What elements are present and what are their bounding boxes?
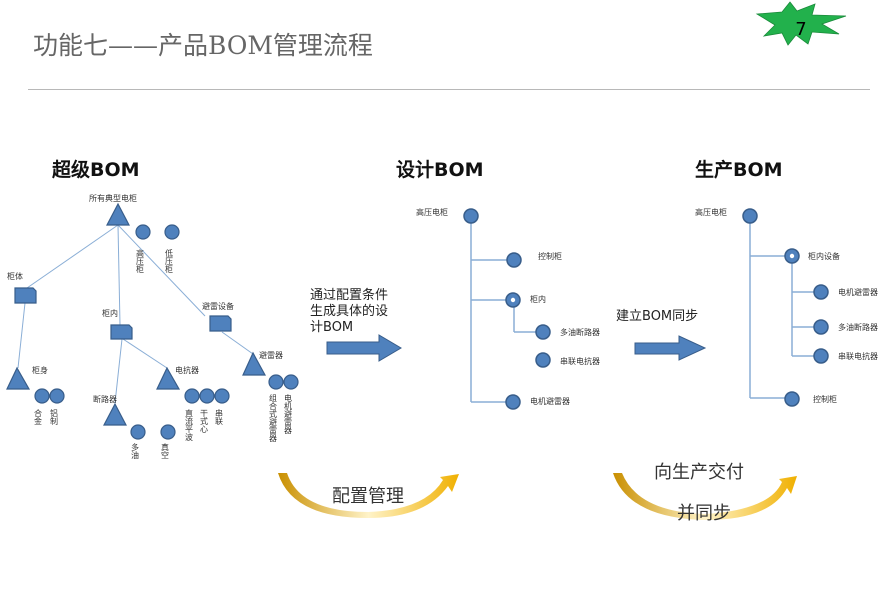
label-aluminum: 铝制 bbox=[50, 408, 59, 426]
cabinet-shell-node bbox=[6, 366, 31, 390]
design-label-multi-oil-breaker: 多油断路器 bbox=[560, 327, 600, 337]
design-control-cabinet-node bbox=[506, 252, 522, 268]
production-control-cabinet-node bbox=[784, 391, 800, 407]
label-root: 所有典型电柜 bbox=[89, 193, 137, 203]
label-cabinet-inner: 柜内 bbox=[102, 308, 118, 318]
label-alloy: 合金 bbox=[34, 408, 43, 425]
label-cabinet-body: 柜体 bbox=[7, 271, 23, 281]
right-arrow-icon bbox=[326, 334, 402, 362]
production-label-cabinet-equipment: 柜内设备 bbox=[808, 251, 840, 261]
starburst-icon bbox=[755, 1, 847, 46]
design-bom-connectors bbox=[470, 216, 541, 403]
expanded-dot-icon bbox=[510, 297, 516, 303]
label-multi-oil: 多油 bbox=[131, 442, 140, 460]
label-motor-arrester: 电机避雷器 bbox=[284, 393, 293, 435]
design-label-series-reactor: 串联电抗器 bbox=[560, 356, 600, 366]
title-divider bbox=[28, 89, 870, 90]
label-cabinet-shell: 柜身 bbox=[32, 365, 48, 375]
label-reactor: 电抗器 bbox=[175, 365, 199, 375]
design-note-line2: 生成具体的设 bbox=[310, 303, 388, 319]
config-management-label: 配置管理 bbox=[332, 486, 404, 507]
motor-arrester-node bbox=[283, 374, 299, 390]
production-label-multi-oil-breaker: 多油断路器 bbox=[838, 322, 878, 332]
production-label-root: 高压电柜 bbox=[695, 207, 727, 217]
slide-title: 功能七——产品BOM管理流程 bbox=[33, 31, 373, 60]
vacuum-node bbox=[160, 424, 176, 440]
alloy-node bbox=[34, 388, 50, 404]
production-label-series-reactor: 串联电抗器 bbox=[838, 351, 878, 361]
root-triangle-node bbox=[106, 202, 130, 226]
cabinet-body-node bbox=[14, 287, 37, 304]
design-multi-oil-breaker-node bbox=[535, 324, 551, 340]
expanded-dot-icon bbox=[789, 253, 795, 259]
sync-note: 建立BOM同步 bbox=[616, 309, 698, 324]
page-number-badge: 7 bbox=[755, 1, 847, 46]
label-arrester: 避雷器 bbox=[259, 350, 283, 360]
design-root-node bbox=[463, 208, 479, 224]
design-label-root: 高压电柜 bbox=[416, 207, 448, 217]
production-root-node bbox=[742, 208, 758, 224]
composite-arrester-node bbox=[268, 374, 284, 390]
production-multi-oil-breaker-node bbox=[813, 319, 829, 335]
label-low-voltage: 低压柜 bbox=[165, 248, 174, 274]
label-composite-arrester: 组合式避雷器 bbox=[269, 393, 278, 443]
deliver-label-line1: 向生产交付 bbox=[654, 462, 744, 483]
page-number: 7 bbox=[795, 19, 806, 40]
design-label-motor-arrester: 电机避雷器 bbox=[530, 396, 570, 406]
design-motor-arrester-node bbox=[505, 394, 521, 410]
label-dc-filter: 直流平波 bbox=[185, 408, 194, 442]
design-note-line3: 计BOM bbox=[310, 320, 353, 335]
label-arrester-equipment: 避雷设备 bbox=[202, 301, 234, 311]
production-bom-connectors bbox=[749, 216, 820, 399]
production-motor-arrester-node bbox=[813, 284, 829, 300]
deliver-label-line2: 并同步 bbox=[677, 503, 731, 524]
label-high-voltage: 高压柜 bbox=[136, 248, 145, 274]
curved-arrow-icon bbox=[278, 473, 459, 518]
curved-arrow-icon bbox=[613, 473, 797, 520]
super-bom-connectors bbox=[17, 224, 254, 404]
aluminum-node bbox=[49, 388, 65, 404]
production-series-reactor-node bbox=[813, 348, 829, 364]
super-bom-heading: 超级BOM bbox=[51, 158, 140, 181]
arrester-node bbox=[242, 351, 267, 376]
dry-core-node bbox=[199, 388, 215, 404]
reactor-node bbox=[156, 366, 181, 390]
label-dry-core: 干式心 bbox=[200, 409, 209, 433]
production-label-control-cabinet: 控制柜 bbox=[813, 394, 837, 404]
multi-oil-node bbox=[130, 424, 146, 440]
label-series: 串联 bbox=[215, 409, 224, 426]
series-node bbox=[214, 388, 230, 404]
label-breaker: 断路器 bbox=[93, 394, 117, 404]
design-label-cabinet-inner: 柜内 bbox=[530, 294, 546, 304]
low-voltage-node bbox=[164, 224, 180, 240]
high-voltage-node bbox=[135, 224, 151, 240]
design-label-control-cabinet: 控制柜 bbox=[538, 251, 562, 261]
design-bom-heading: 设计BOM bbox=[396, 159, 484, 181]
breaker-node bbox=[103, 402, 127, 426]
production-label-motor-arrester: 电机避雷器 bbox=[838, 287, 878, 297]
design-series-reactor-node bbox=[535, 352, 551, 368]
cabinet-inner-node bbox=[110, 324, 133, 340]
production-bom-heading: 生产BOM bbox=[695, 158, 783, 181]
right-arrow-icon bbox=[634, 335, 707, 361]
arrester-equipment-node bbox=[209, 315, 232, 332]
label-vacuum: 真空 bbox=[161, 442, 170, 459]
dc-filter-node bbox=[184, 388, 200, 404]
design-note-line1: 通过配置条件 bbox=[310, 287, 388, 303]
